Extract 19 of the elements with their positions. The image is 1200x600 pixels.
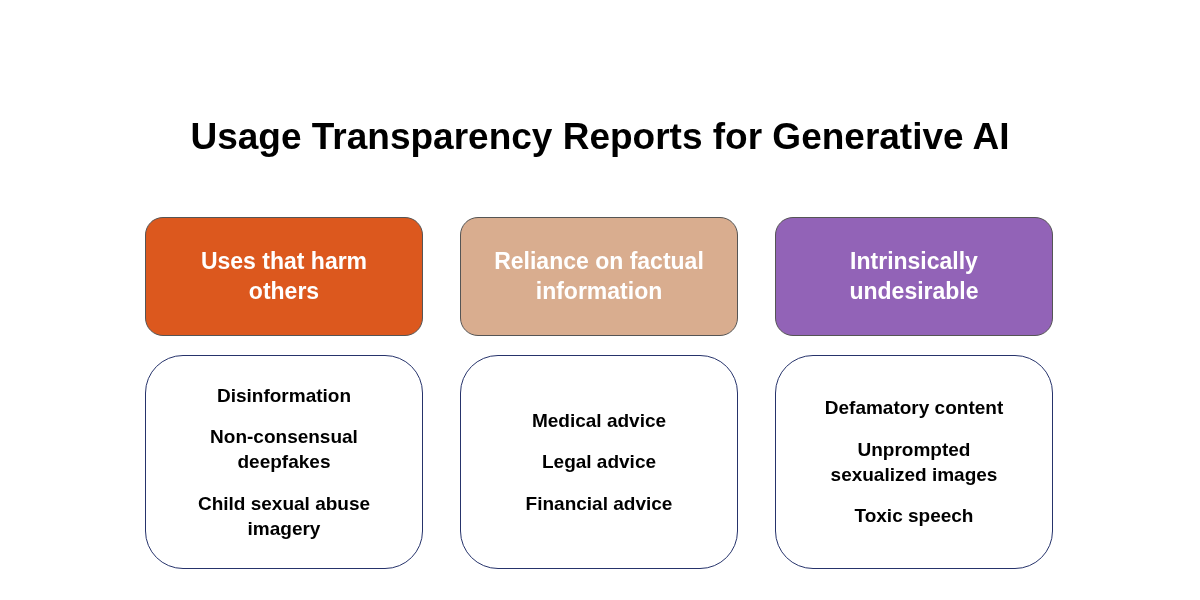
example-item: Medical advice — [531, 409, 667, 434]
example-item: Toxic speech — [854, 504, 974, 529]
category-title: Reliance on factual information — [493, 246, 705, 306]
example-list-card — [145, 355, 423, 569]
category-header-box — [460, 217, 738, 336]
example-item: Disinformation — [216, 383, 352, 408]
example-item: Unprompted sexualized images — [829, 437, 999, 487]
example-item: Legal advice — [541, 450, 657, 475]
title: Usage Transparency Reports for Generative AI — [190, 116, 1010, 158]
category-title: Uses that harm others — [199, 246, 369, 306]
example-list-card — [460, 355, 738, 569]
category-header-box — [775, 217, 1053, 336]
example-item: Defamatory content — [824, 396, 1004, 421]
example-item: Financial advice — [525, 491, 673, 516]
example-list-card — [775, 355, 1053, 569]
category-title: Intrinsically undesirable — [848, 246, 980, 306]
example-item: Non-consensual deepfakes — [209, 425, 359, 475]
example-item: Child sexual abuse imagery — [196, 491, 372, 541]
category-header-box — [145, 217, 423, 336]
